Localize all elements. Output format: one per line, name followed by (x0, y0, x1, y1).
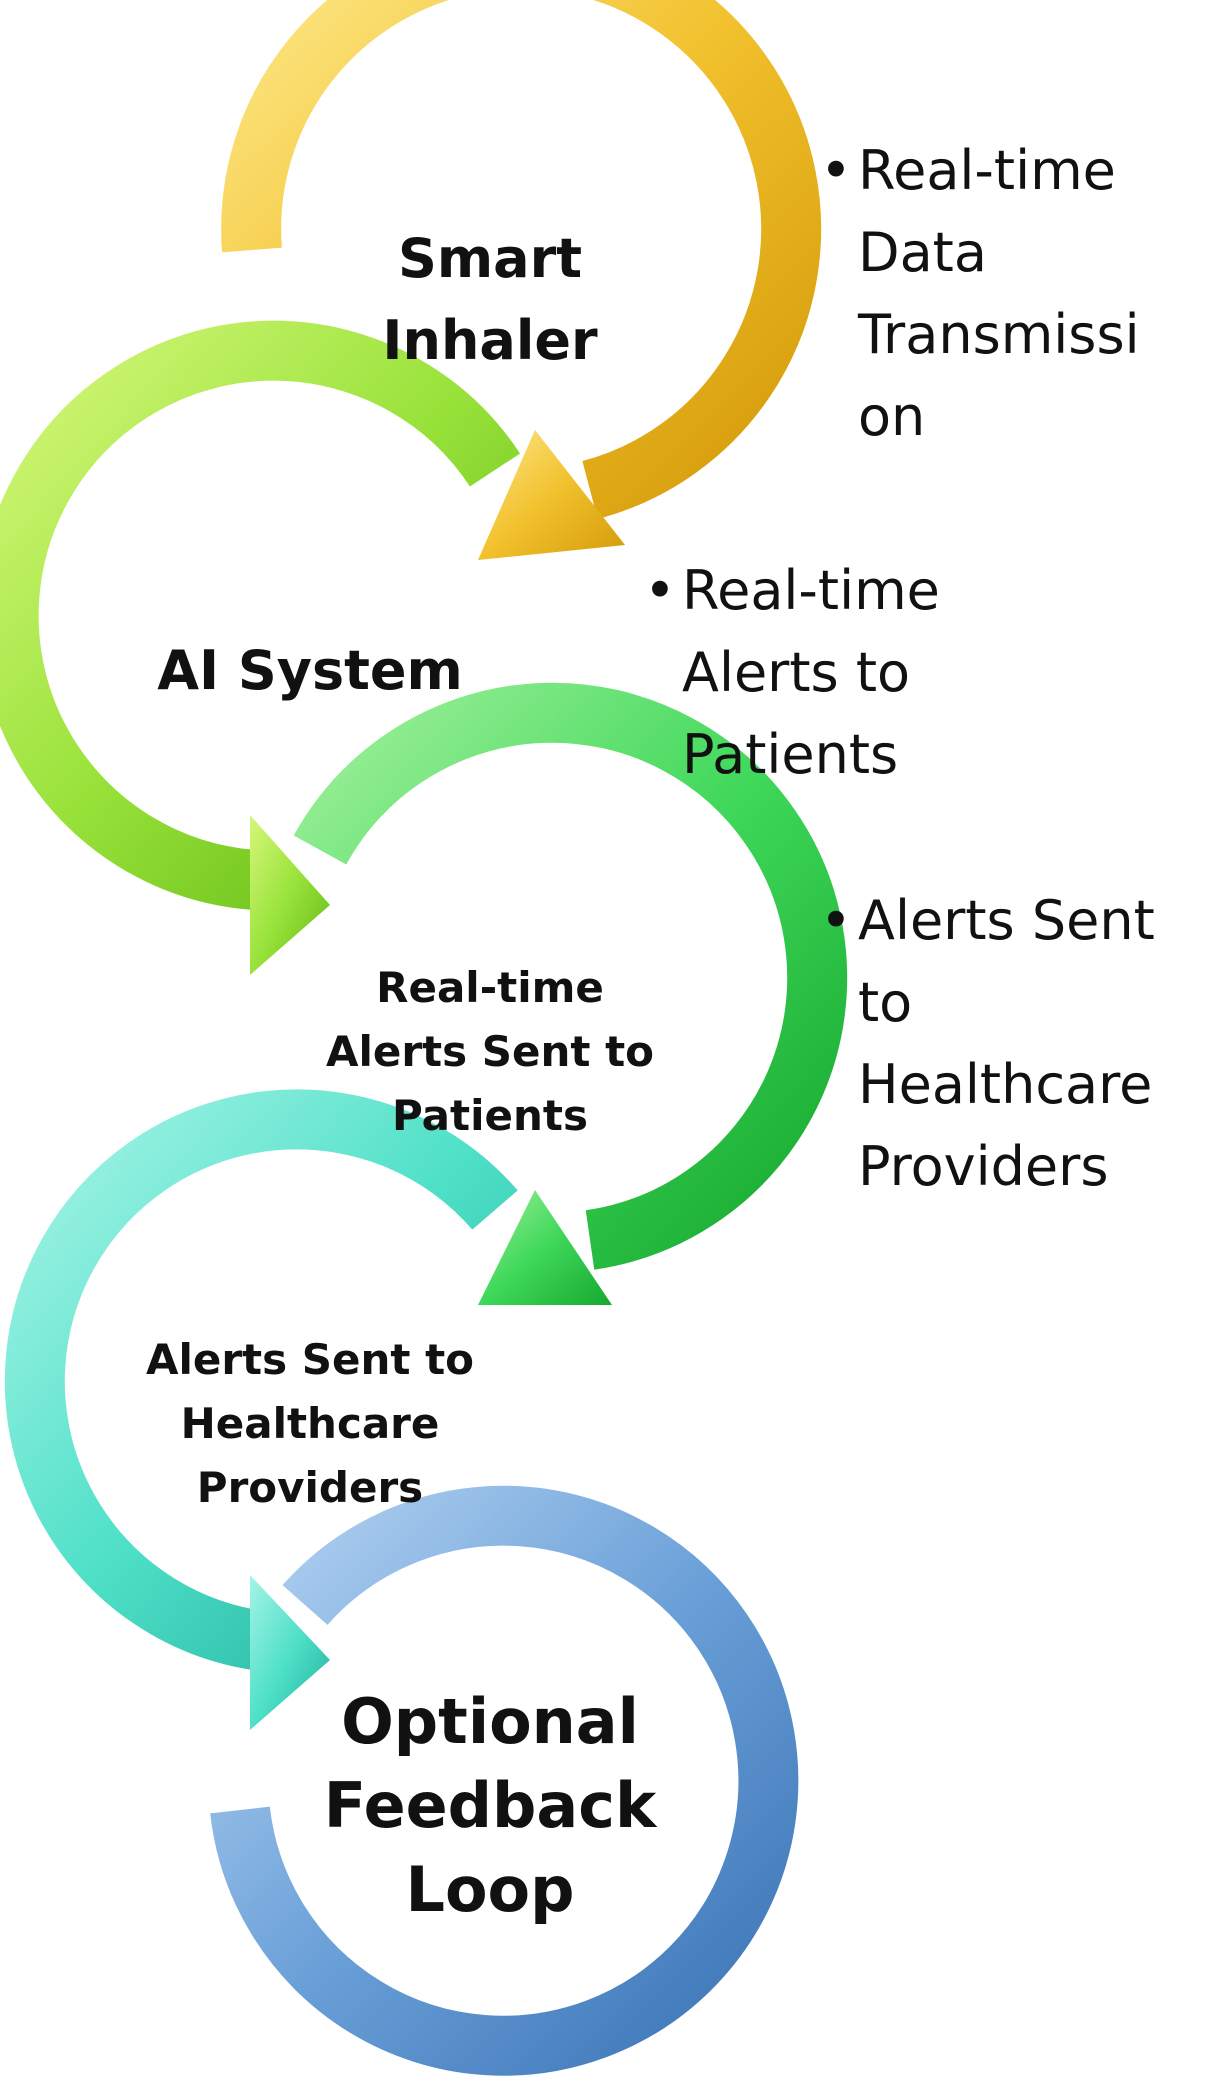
annotation-line: to (858, 971, 913, 1034)
annotation-line: Healthcare (858, 1053, 1153, 1116)
annotation-line: Transmissi (858, 303, 1140, 366)
node-label-line: Providers (196, 1463, 424, 1512)
node-label-line: Patients (392, 1091, 588, 1140)
annotation-line: Data (858, 221, 987, 284)
bullet-dot: • (820, 139, 852, 202)
annotation-alerts-to-patients: • Real-time Alerts to Patients (644, 550, 1042, 796)
arc-green (293, 682, 848, 1305)
node-label-line: AI System (157, 639, 463, 702)
node-label-ai-system: AI System (140, 630, 480, 712)
bullet-dot: • (644, 559, 676, 622)
node-label-smart-inhaler: Smart Inhaler (330, 218, 650, 382)
node-label-feedback-loop: Optional Feedback Loop (310, 1680, 670, 1932)
annotation-line: Patients (682, 723, 899, 786)
annotation-line: Alerts to (682, 641, 911, 704)
annotation-line: Providers (858, 1135, 1109, 1198)
bullet-dot: • (820, 889, 852, 952)
node-label-line: Optional (341, 1685, 639, 1758)
annotation-data-transmission: • Real-time Data Transmissi on (820, 130, 1198, 458)
annotation-line: Real-time (682, 559, 940, 622)
node-label-alerts-providers: Alerts Sent to Healthcare Providers (120, 1328, 500, 1520)
node-label-line: Smart (397, 227, 583, 290)
annotation-line: on (858, 385, 926, 448)
node-label-line: Alerts Sent to (325, 1027, 655, 1076)
node-label-line: Real-time (376, 963, 604, 1012)
arrowhead-yellow (478, 430, 625, 560)
arc-yellow (221, 0, 822, 560)
node-label-line: Alerts Sent to (145, 1335, 475, 1384)
node-label-line: Healthcare (180, 1399, 440, 1448)
arc-blue (210, 1485, 799, 2076)
arc-lime (0, 320, 521, 975)
node-label-line: Inhaler (382, 309, 598, 372)
node-label-line: Feedback (323, 1769, 657, 1842)
annotation-line: Real-time (858, 139, 1116, 202)
annotation-alerts-to-providers: • Alerts Sent to Healthcare Providers (820, 880, 1208, 1208)
arrowhead-teal (250, 1575, 330, 1730)
node-label-line: Loop (405, 1853, 575, 1926)
arc-teal (4, 1089, 518, 1730)
node-label-realtime-alerts-patients: Real-time Alerts Sent to Patients (300, 956, 680, 1148)
annotation-line: Alerts Sent (858, 889, 1155, 952)
arrowhead-green (478, 1190, 612, 1305)
arrowhead-lime (250, 815, 330, 975)
